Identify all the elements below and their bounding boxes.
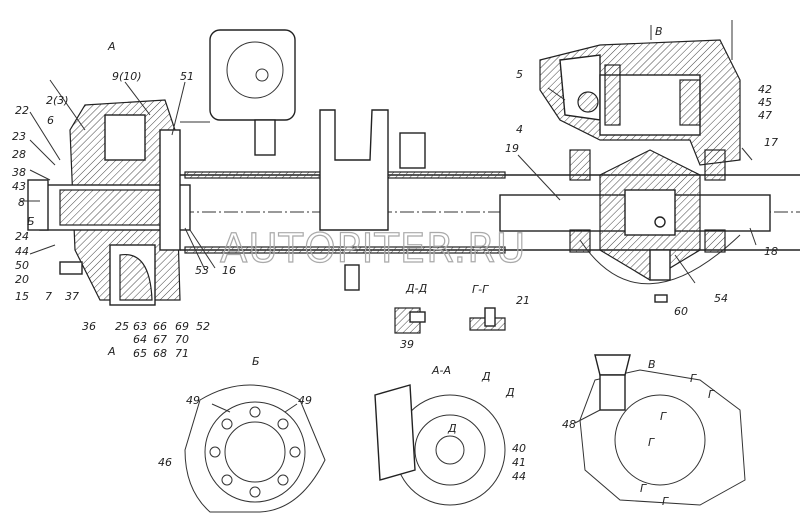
view-v-housing <box>579 354 746 506</box>
label-49-left: 49 <box>186 394 200 407</box>
section-label-gg: Г-Г <box>472 283 489 296</box>
label-44: 44 <box>15 245 29 258</box>
section-mark-d3: Д <box>447 422 457 435</box>
label-37: 37 <box>65 290 79 303</box>
watermark: AUTOPITER.RU <box>220 226 526 272</box>
label-60: 60 <box>674 305 688 318</box>
label-25: 25 <box>115 320 129 333</box>
label-8: 8 <box>18 196 25 209</box>
label-64: 64 <box>133 333 147 346</box>
view-label-v: В <box>648 358 656 371</box>
differential-section <box>539 20 741 303</box>
section-mark-a-bottom: А <box>107 345 116 358</box>
wheel-hub-section <box>27 99 191 306</box>
label-71: 71 <box>175 347 189 360</box>
label-51: 51 <box>180 70 194 83</box>
bolt-holes <box>209 406 301 498</box>
callout-labels: 9(10) 51 2(3) 22 6 23 28 38 43 8 Б 24 44… <box>12 25 778 508</box>
label-40: 40 <box>512 442 526 455</box>
label-52: 52 <box>196 320 210 333</box>
label-65: 65 <box>133 347 147 360</box>
label-41: 41 <box>512 456 526 469</box>
section-mark-g6: Г <box>662 495 669 508</box>
section-mark-g4: Г <box>648 436 655 449</box>
label-69: 69 <box>175 320 189 333</box>
label-48: 48 <box>562 418 576 431</box>
section-mark-a-top: А <box>107 40 116 53</box>
label-42: 42 <box>758 83 772 96</box>
label-7: 7 <box>45 290 52 303</box>
section-mark-d1: Д <box>481 370 491 383</box>
section-label-aa: А-А <box>431 364 451 377</box>
section-mark-g2: Г <box>708 388 715 401</box>
label-20: 20 <box>15 273 29 286</box>
label-2-3: 2(3) <box>46 94 69 107</box>
label-44b: 44 <box>512 470 526 483</box>
label-66: 66 <box>153 320 167 333</box>
label-23: 23 <box>12 130 26 143</box>
label-17: 17 <box>764 136 778 149</box>
label-38: 38 <box>12 166 26 179</box>
label-50: 50 <box>15 259 29 272</box>
label-18: 18 <box>764 245 778 258</box>
label-19: 19 <box>505 142 519 155</box>
section-mark-g1: Г <box>690 372 697 385</box>
label-54: 54 <box>714 292 728 305</box>
label-36: 36 <box>82 320 96 333</box>
section-mark-v-top: В <box>655 25 663 38</box>
view-label-b: Б <box>252 355 260 368</box>
view-b-flange <box>184 384 326 513</box>
label-47: 47 <box>758 109 772 122</box>
leader-lines <box>20 79 757 424</box>
section-label-dd: Д-Д <box>405 282 428 295</box>
section-mark-g3: Г <box>660 410 667 423</box>
label-5: 5 <box>516 68 523 81</box>
label-6: 6 <box>47 114 54 127</box>
label-70: 70 <box>175 333 189 346</box>
label-53: 53 <box>195 264 209 277</box>
label-9-10: 9(10) <box>112 70 142 83</box>
section-mark-b: Б <box>27 215 35 228</box>
label-16: 16 <box>222 264 236 277</box>
label-28: 28 <box>12 148 26 161</box>
label-49-right: 49 <box>298 394 312 407</box>
label-4: 4 <box>516 123 523 136</box>
section-dd-detail <box>394 307 426 334</box>
label-24: 24 <box>15 230 29 243</box>
spring-bracket <box>319 109 426 291</box>
label-22: 22 <box>15 104 29 117</box>
label-21: 21 <box>516 294 530 307</box>
label-63: 63 <box>133 320 147 333</box>
label-45: 45 <box>758 96 772 109</box>
label-43: 43 <box>12 180 26 193</box>
section-aa-brake <box>374 384 506 506</box>
label-46: 46 <box>158 456 172 469</box>
section-mark-g5: Г <box>640 482 647 495</box>
section-gg-detail <box>469 307 506 331</box>
section-mark-d2: Д <box>505 386 515 399</box>
label-67: 67 <box>153 333 167 346</box>
label-68: 68 <box>153 347 167 360</box>
label-39: 39 <box>400 338 414 351</box>
label-15: 15 <box>15 290 29 303</box>
brake-chamber <box>180 29 296 156</box>
